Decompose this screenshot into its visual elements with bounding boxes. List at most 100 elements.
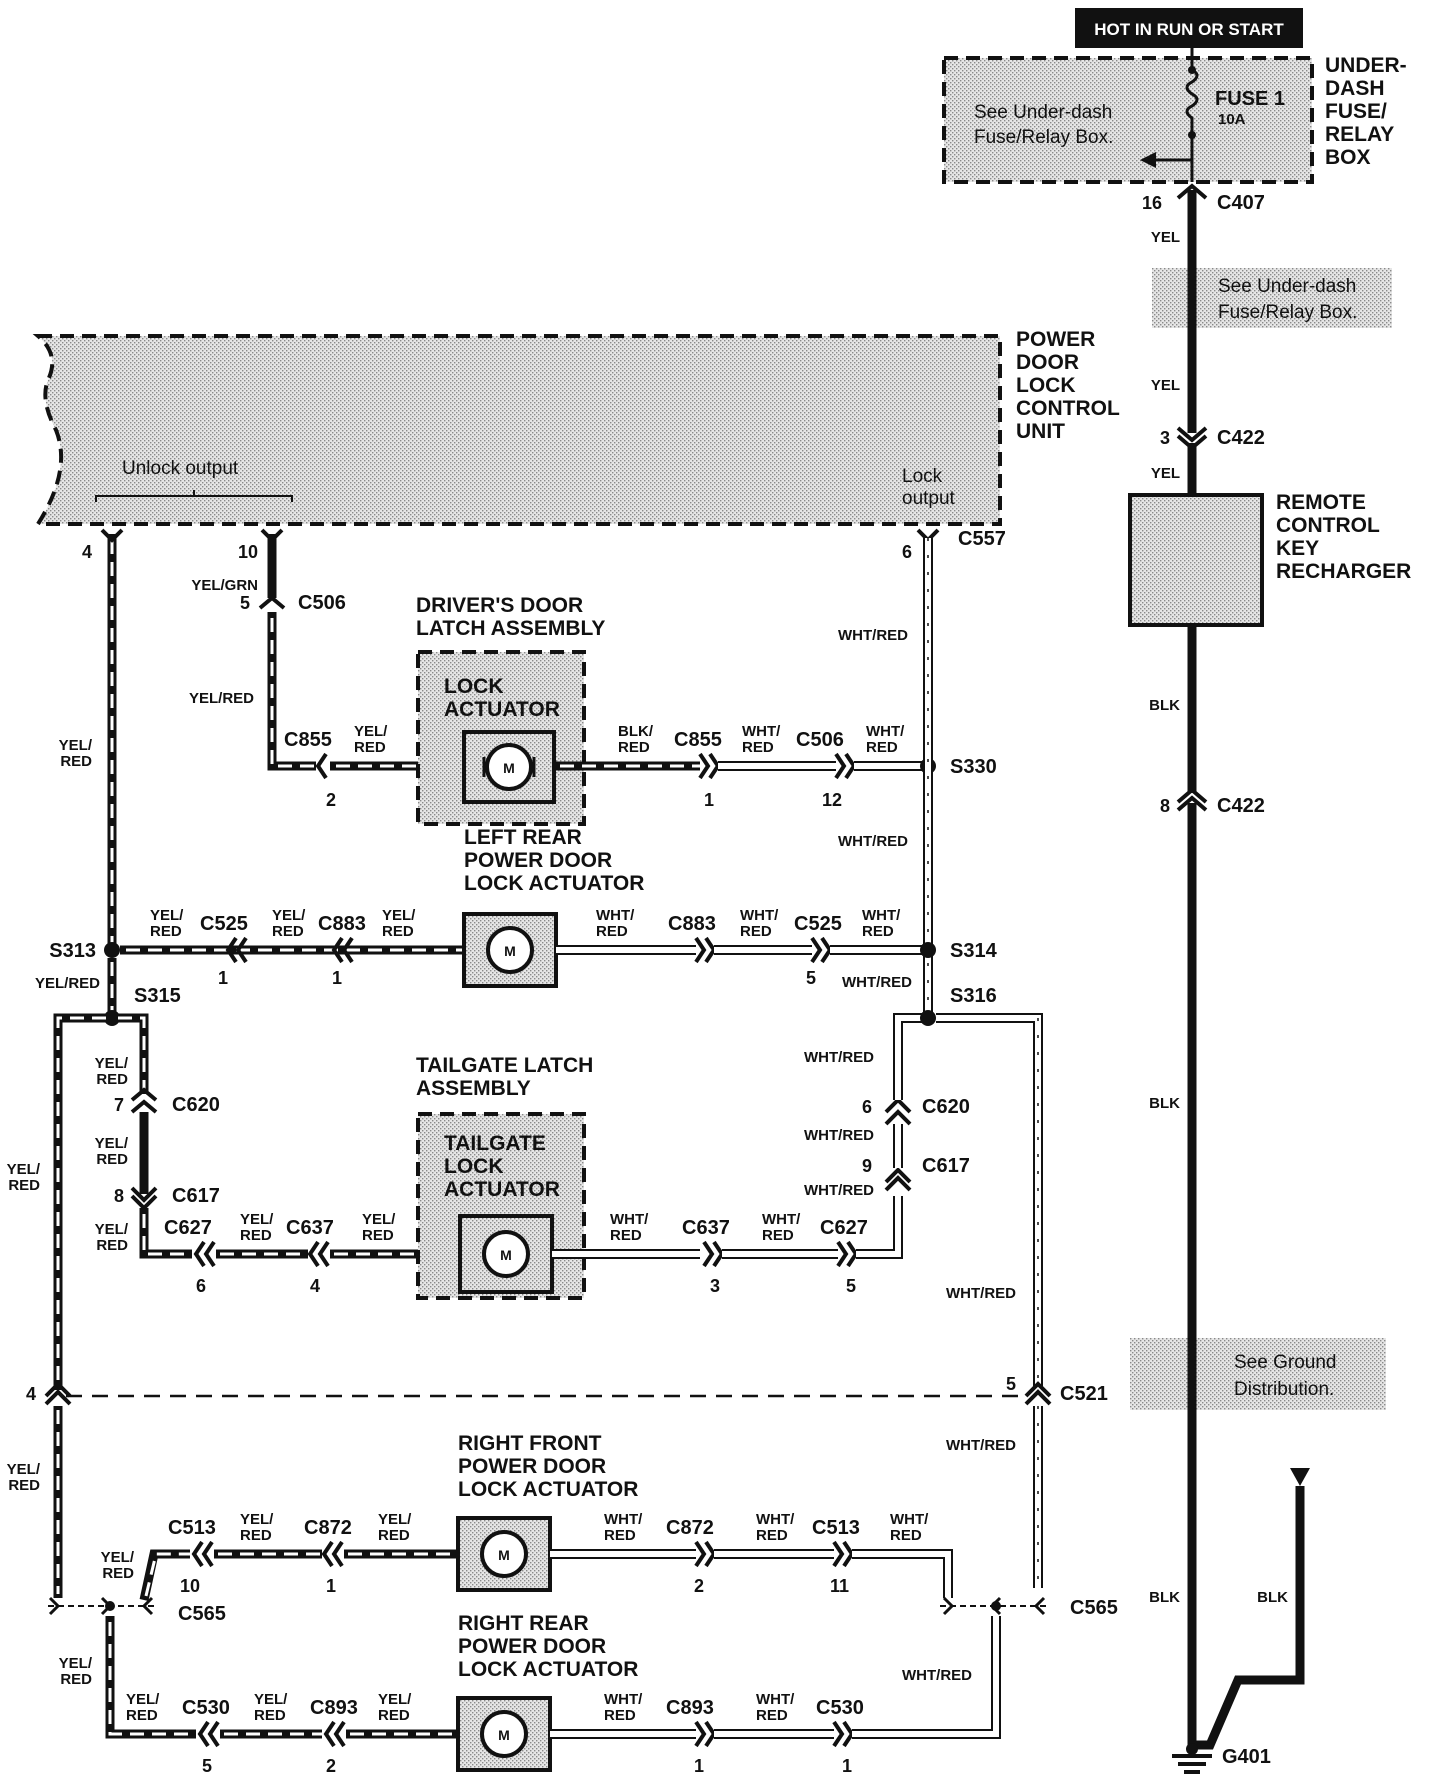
ground-icon bbox=[1172, 1743, 1212, 1774]
wire-wht-red-13: RED bbox=[862, 923, 894, 940]
power-source-header: HOT IN RUN OR START bbox=[1075, 8, 1303, 48]
pin-9-c617: 9 bbox=[862, 1156, 872, 1176]
connector-c620-b: C620 bbox=[922, 1096, 970, 1118]
wire-wht-red-32: RED bbox=[756, 1707, 788, 1724]
pin-5-c627: 5 bbox=[846, 1276, 856, 1296]
lock-actuator-label-2: ACTUATOR bbox=[444, 698, 560, 721]
wire-wht-red-31: WHT/ bbox=[756, 1691, 795, 1708]
pin-1-c530: 1 bbox=[842, 1756, 852, 1776]
fuse-box-title-2: DASH bbox=[1325, 77, 1385, 100]
connector-c883-a: C883 bbox=[318, 913, 366, 935]
connector-c617-a: C617 bbox=[172, 1185, 220, 1207]
pin-11-c513: 11 bbox=[830, 1576, 849, 1596]
wire-wht-red-23: WHT/ bbox=[604, 1511, 643, 1528]
connector-c521: C521 bbox=[1060, 1383, 1108, 1405]
connector-c513-a: C513 bbox=[168, 1517, 216, 1539]
connector-c893-b: C893 bbox=[666, 1697, 714, 1719]
wire-yel-grn: YEL/GRN bbox=[191, 577, 258, 594]
wire-yel-red-4: YEL/ bbox=[354, 723, 388, 740]
right-front-title-3: LOCK ACTUATOR bbox=[458, 1478, 638, 1501]
pin-5-c525: 5 bbox=[806, 968, 816, 988]
wire-yel-red-34: RED bbox=[60, 1671, 92, 1688]
tailgate-lock-label-3: ACTUATOR bbox=[444, 1178, 560, 1201]
wht-red-right-trunk: S316 WHT/RED 5 C521 WHT/RED bbox=[920, 985, 1108, 1588]
connector-c637-a: C637 bbox=[286, 1217, 334, 1239]
wire-yel-red-29: YEL/ bbox=[240, 1511, 274, 1528]
lock-output-vertical: 6 C557 WHT/RED WHT/RED WHT/RED bbox=[838, 528, 1006, 1018]
connector-c422-b: C422 bbox=[1217, 795, 1265, 817]
wire-wht-red-5: WHT/RED bbox=[838, 627, 908, 644]
arrow-left-icon bbox=[1140, 152, 1156, 168]
recharger-label-3: KEY bbox=[1276, 537, 1319, 560]
wire-yel-red-12: YEL/RED bbox=[35, 975, 100, 992]
wire-yel-red-3: YEL/RED bbox=[189, 690, 254, 707]
wire-yel-red-13: YEL/ bbox=[7, 1161, 41, 1178]
wire-blk-red-2: RED bbox=[618, 739, 650, 756]
motor-icon-left-rear: M bbox=[504, 943, 516, 959]
connector-c893-a: C893 bbox=[310, 1697, 358, 1719]
wire-wht-red-6: WHT/RED bbox=[838, 833, 908, 850]
power-source-label: HOT IN RUN OR START bbox=[1094, 20, 1284, 39]
wire-wht-red-14: WHT/ bbox=[610, 1211, 649, 1228]
connector-c627-a: C627 bbox=[164, 1217, 212, 1239]
fuse-box-title-5: BOX bbox=[1325, 146, 1371, 169]
pin-4-c637: 4 bbox=[310, 1276, 320, 1296]
wire-wht-red-16: WHT/ bbox=[762, 1211, 801, 1228]
tailgate-lock-label-2: LOCK bbox=[444, 1155, 504, 1178]
left-rear-title-2: POWER DOOR bbox=[464, 849, 612, 872]
wire-yel-red-30: RED bbox=[240, 1527, 272, 1544]
drivers-latch-title-2: LATCH ASSEMBLY bbox=[416, 617, 605, 640]
wire-yel-red-17: YEL/ bbox=[95, 1055, 129, 1072]
wire-wht-red-27: WHT/ bbox=[890, 1511, 929, 1528]
pin-4-c521: 4 bbox=[26, 1384, 36, 1404]
wire-yel-red-20: RED bbox=[96, 1151, 128, 1168]
wire-blk-4: BLK bbox=[1257, 1589, 1288, 1606]
wire-yel-red-37: YEL/ bbox=[254, 1691, 288, 1708]
control-unit-title-1: POWER bbox=[1016, 328, 1095, 351]
yel-red-left-trunk: YEL/RED S315 YEL/ RED 4 YEL/ RED bbox=[7, 958, 181, 1598]
tailgate-latch-assembly: YEL/ RED 7 C620 YEL/ RED 8 C617 YEL/ RED… bbox=[95, 1013, 970, 1300]
wire-yel-red-32: RED bbox=[378, 1527, 410, 1544]
ground-g401: G401 bbox=[1222, 1746, 1271, 1768]
pin-8-c617: 8 bbox=[114, 1186, 124, 1206]
key-recharger-box bbox=[1128, 493, 1264, 627]
wire-wht-red-26: RED bbox=[756, 1527, 788, 1544]
ground-note-1: See Ground bbox=[1234, 1352, 1336, 1373]
right-rear-title-3: LOCK ACTUATOR bbox=[458, 1658, 638, 1681]
wire-yel-red-5: RED bbox=[354, 739, 386, 756]
wire-yel-red-11: RED bbox=[382, 923, 414, 940]
underdash-note-1: See Under-dash bbox=[1218, 276, 1356, 297]
wire-yel-red-27: YEL/ bbox=[101, 1549, 135, 1566]
fuse-box-note-1: See Under-dash bbox=[974, 102, 1112, 123]
wire-wht-red-11: RED bbox=[740, 923, 772, 940]
wire-wht-red-9: RED bbox=[596, 923, 628, 940]
tailgate-latch-title-2: ASSEMBLY bbox=[416, 1077, 531, 1100]
recharger-label-1: REMOTE bbox=[1276, 491, 1366, 514]
pin-12-c506: 12 bbox=[822, 790, 842, 810]
wire-blk-1: BLK bbox=[1149, 697, 1180, 714]
wire-yel-red-16: RED bbox=[8, 1477, 40, 1494]
connector-c525-b: C525 bbox=[794, 913, 842, 935]
wire-wht-red-33: WHT/RED bbox=[902, 1667, 972, 1684]
wire-yel-red-22: RED bbox=[96, 1237, 128, 1254]
splice-s316: S316 bbox=[950, 985, 997, 1007]
wire-yel-red-19: YEL/ bbox=[95, 1135, 129, 1152]
fuse-symbol bbox=[1185, 48, 1199, 182]
motor-icon: M bbox=[503, 760, 515, 776]
connector-c617-b: C617 bbox=[922, 1155, 970, 1177]
pin-5-c506: 5 bbox=[240, 593, 250, 613]
pin-8-c422: 8 bbox=[1160, 796, 1170, 816]
unlock-output-label: Unlock output bbox=[122, 458, 239, 479]
right-rear-title-2: POWER DOOR bbox=[458, 1635, 606, 1658]
wire-wht-red-8: WHT/ bbox=[596, 907, 635, 924]
splice-s314: S314 bbox=[950, 940, 998, 962]
pin-10-c513: 10 bbox=[180, 1576, 200, 1596]
wire-wht-red-7: WHT/RED bbox=[842, 974, 912, 991]
power-door-lock-control-unit: POWER DOOR LOCK CONTROL UNIT Unlock outp… bbox=[32, 328, 1120, 526]
wire-wht-red-15: RED bbox=[610, 1227, 642, 1244]
ground-note-box bbox=[1130, 1338, 1386, 1410]
splice-s313: S313 bbox=[49, 940, 96, 962]
connector-c637-b: C637 bbox=[682, 1217, 730, 1239]
wire-wht-red-22: WHT/RED bbox=[946, 1437, 1016, 1454]
pin-3-c637: 3 bbox=[710, 1276, 720, 1296]
